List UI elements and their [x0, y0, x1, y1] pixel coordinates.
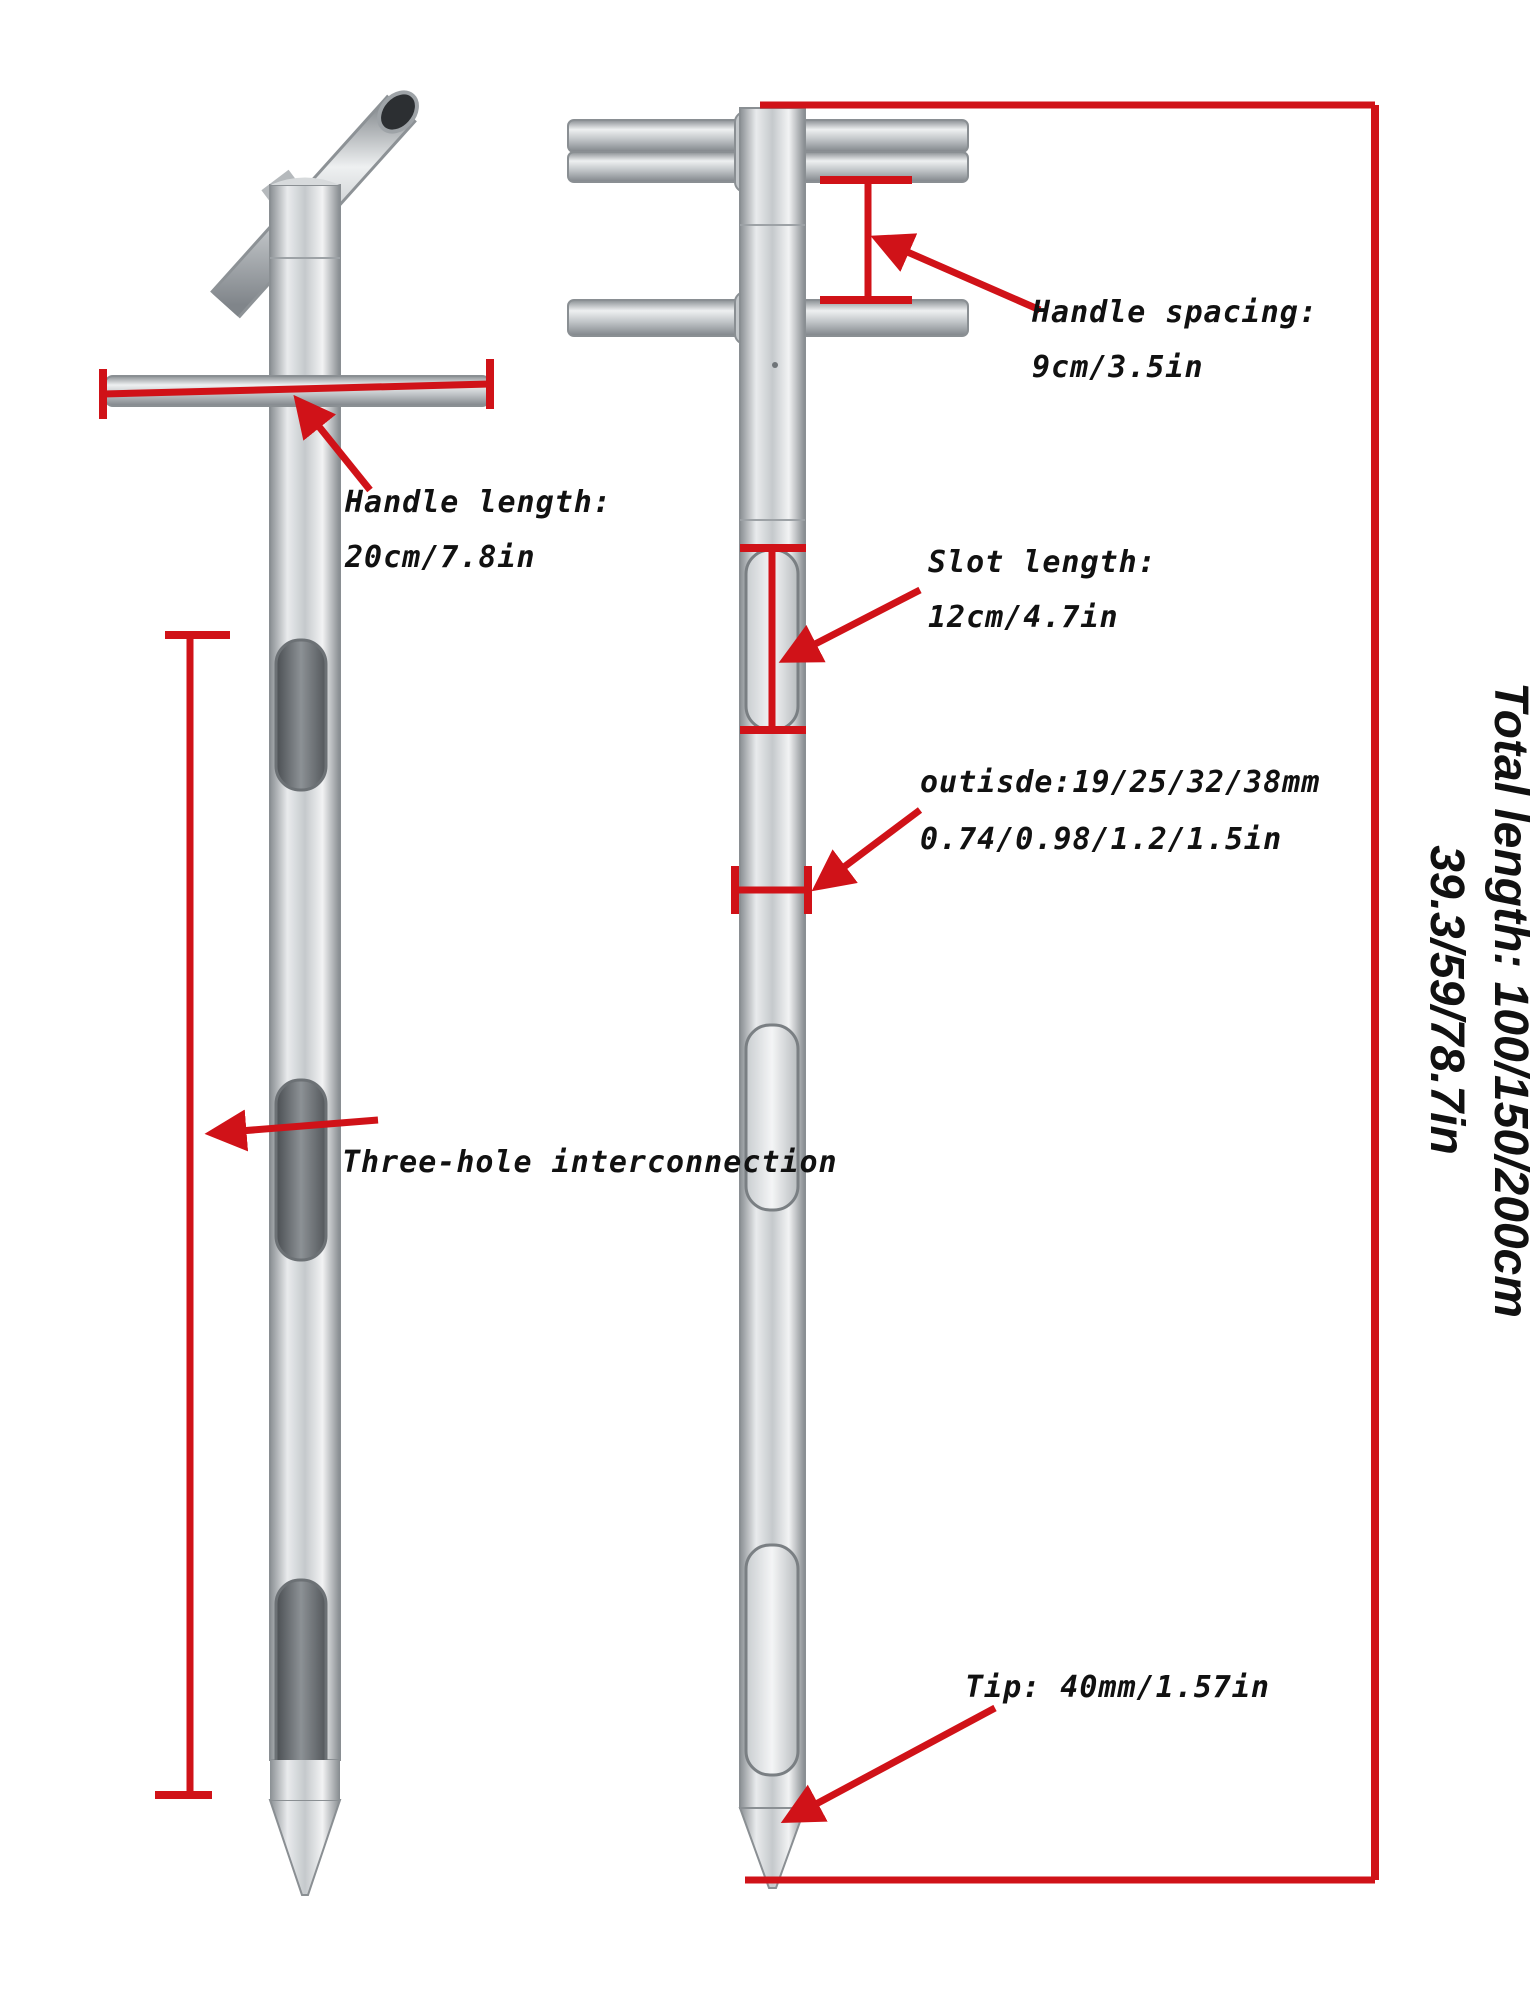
left-slot-middle: [274, 1078, 328, 1262]
dimension-markers: [99, 101, 1379, 1884]
slot-length-value: 12cm/4.7in: [928, 600, 1119, 635]
handle-spacing-title: Handle spacing:: [1032, 295, 1318, 330]
interconnection-marker: [155, 631, 379, 1799]
handle-length-marker: [99, 359, 494, 493]
slot-length-title: Slot length:: [928, 545, 1157, 580]
handle-spacing-marker: [820, 176, 1042, 314]
outside-diameter-title: outisde:19/25/32/38mm: [920, 765, 1321, 800]
right-shaft: [739, 107, 806, 1809]
slot-length-marker: [740, 544, 922, 734]
total-length-line1: Total length: 100/150/200cm: [1484, 682, 1531, 1318]
total-length-marker: [745, 101, 1379, 1884]
total-length-line2: 39.3/59/78.7in: [1420, 845, 1473, 1155]
outside-diameter-marker: [731, 807, 923, 914]
tip-label: Tip: 40mm/1.57in: [965, 1670, 1270, 1705]
right-slot-bottom: [744, 1543, 800, 1777]
interconnection-label: Three-hole interconnection: [342, 1145, 838, 1180]
outside-diameter-value: 0.74/0.98/1.2/1.5in: [920, 822, 1283, 857]
left-slot-top: [274, 638, 328, 792]
handle-length-title: Handle length:: [345, 485, 612, 520]
handle-spacing-value: 9cm/3.5in: [1032, 350, 1204, 385]
tip-marker: [780, 1704, 997, 1823]
right-soil-sampler: [567, 107, 969, 1889]
left-soil-sampler: [104, 90, 491, 1896]
left-shaft: [269, 184, 341, 1761]
total-length-label: Total length: 100/150/200cm 39.3/59/78.7…: [1414, 682, 1531, 1318]
right-slot-middle: [744, 1023, 800, 1212]
right-tip: [738, 1807, 807, 1889]
left-tip: [268, 1799, 342, 1896]
handle-length-value: 20cm/7.8in: [345, 540, 536, 575]
